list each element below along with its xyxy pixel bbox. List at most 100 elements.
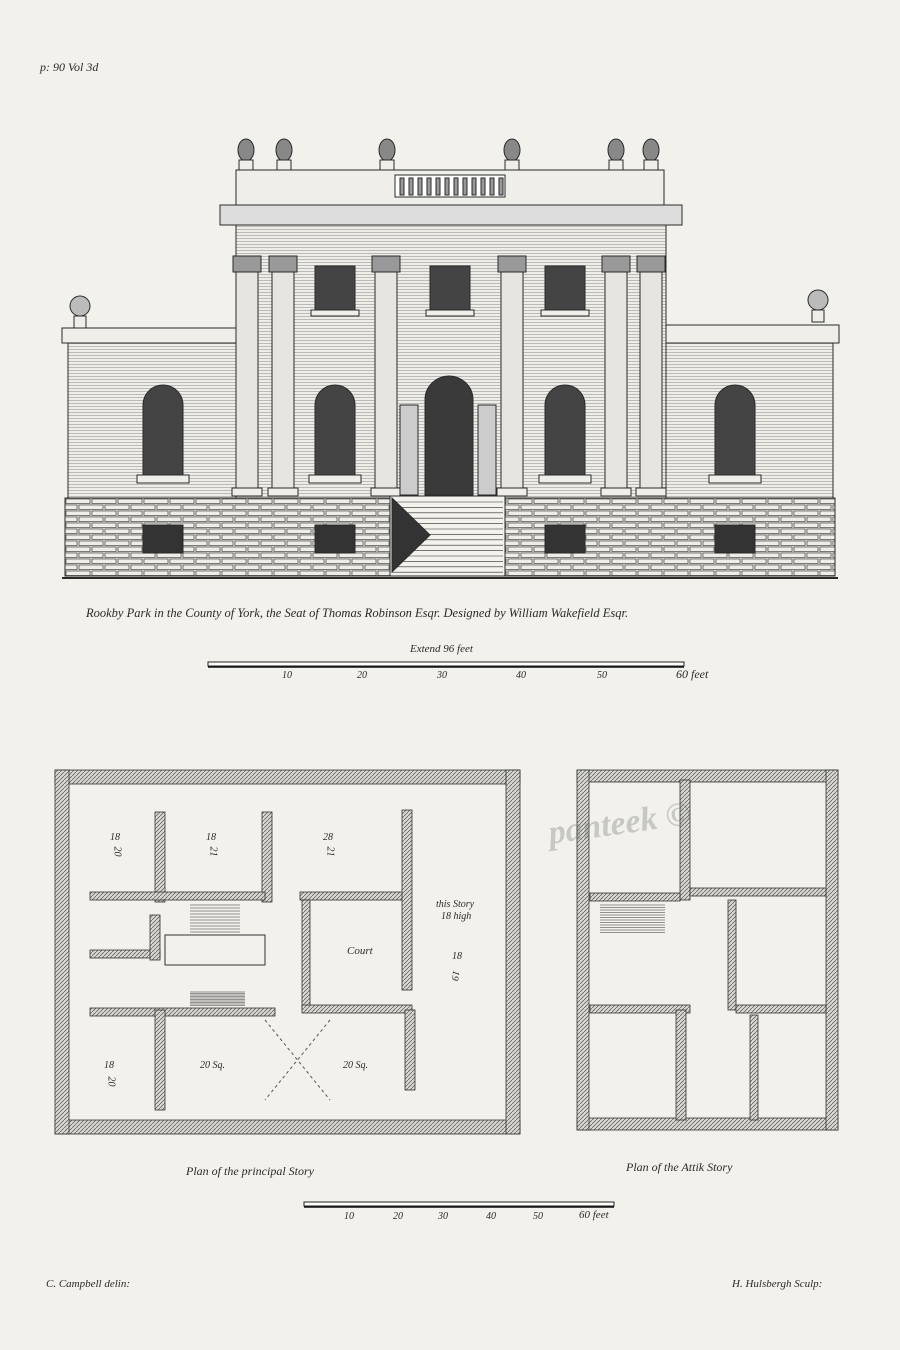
arched-window [314,384,356,476]
corinthian-column [235,269,259,493]
upper-window [314,265,356,311]
baluster [444,177,450,196]
wall [749,1014,759,1121]
basement-window [544,524,586,554]
column-capital [601,255,631,273]
plan-scale-bar [303,1201,615,1207]
upper-window [429,265,471,311]
wall [576,769,839,783]
wall [735,1004,827,1014]
wall [675,1009,687,1121]
room-label: 28 [323,832,333,843]
urn-pedestal [379,159,395,171]
room-label: 18 [452,951,462,962]
wall [689,887,827,897]
room-label: 18 [104,1060,114,1071]
corinthian-column [271,269,295,493]
baluster [498,177,504,196]
window-sill [136,474,190,484]
wall [54,769,70,1135]
wall [825,769,839,1131]
basement-window [714,524,756,554]
urn-finial [237,138,255,162]
corinthian-column [604,269,628,493]
baluster [426,177,432,196]
wall [589,892,681,902]
scale-bars [207,661,685,1208]
scale-tick: 20 [357,670,367,681]
urn-finial [503,138,521,162]
elevation-scale-label: Extend 96 feet [410,643,473,655]
room-label: 21 [324,846,336,857]
scale-tick: 30 [437,670,447,681]
room-label: 20 [111,846,123,857]
delineator-credit: C. Campbell delin: [46,1278,131,1290]
title-caption: Rookby Park in the County of York, the S… [86,606,629,620]
room-label: 20 [105,1076,117,1087]
facade-elevation [61,138,840,579]
basement-window [314,524,356,554]
corinthian-column [500,269,524,493]
baluster [408,177,414,196]
urn-pedestal [504,159,520,171]
door-pilaster [399,404,419,496]
window-sill [538,474,592,484]
baluster [399,177,405,196]
scale-tick: 40 [486,1211,496,1222]
scale-tick: 60 feet [579,1209,609,1221]
wall [54,769,521,785]
urn-pedestal [643,159,659,171]
door-pilaster [477,404,497,496]
column-capital [232,255,262,273]
wall [89,1007,276,1017]
attik-plan-caption: Plan of the Attik Story [626,1160,733,1174]
wall [727,899,737,1011]
wall [154,811,166,903]
room-label: 18 high [441,911,472,922]
urn-pedestal [276,159,292,171]
window-sill [310,309,360,317]
window-sill [708,474,762,484]
urn-pedestal [238,159,254,171]
scale-tick: 50 [597,670,607,681]
principal-plan-caption: Plan of the principal Story [186,1164,314,1178]
main-cornice [219,204,683,226]
urn-finial [607,138,625,162]
finial-pedestal [811,309,825,323]
wall [404,1009,416,1091]
column-capital [636,255,666,273]
principal-story-plan [54,769,521,1135]
arched-window [142,384,184,476]
wall [301,1004,413,1014]
column-base [267,487,299,497]
wall [54,1119,521,1135]
attik-story-plan [576,769,839,1131]
column-base [635,487,667,497]
arched-window [544,384,586,476]
column-base [496,487,528,497]
court-label: Court [347,945,373,957]
basement-window [142,524,184,554]
finial-pedestal [73,315,87,329]
baluster [435,177,441,196]
left-wing-cornice [61,327,237,344]
room-label: 20 Sq. [200,1060,225,1071]
groin-vault-lines [264,1019,331,1101]
staircase [164,934,266,966]
scale-tick: 60 feet [676,667,709,681]
wall [301,899,311,1011]
engraver-credit: H. Hulsbergh Sculp: [732,1278,823,1290]
ball-finial [807,289,829,311]
scale-tick: 30 [438,1211,448,1222]
elevation-scale-bar [207,661,685,667]
wall [679,779,691,901]
ball-finial [69,295,91,317]
urn-finial [275,138,293,162]
room-label: 21 [207,846,219,857]
baluster [462,177,468,196]
wall [149,914,161,961]
baluster [453,177,459,196]
main-door [424,375,474,496]
wall [89,891,266,901]
wall [261,811,273,903]
